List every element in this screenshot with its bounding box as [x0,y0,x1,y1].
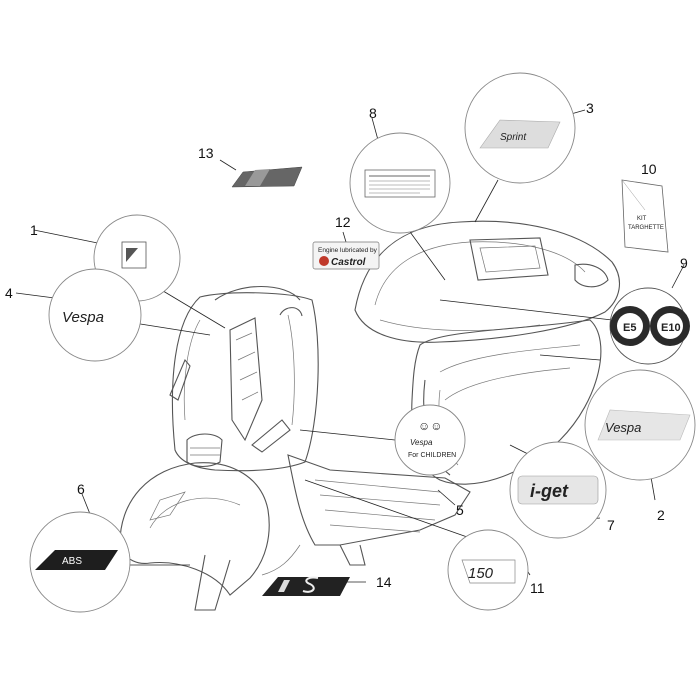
castrol-caption: Engine lubricated by [318,247,378,254]
callout-6: 6 [77,481,85,497]
detail-circle-11: 150 [447,529,529,611]
vespa-script-2: Vespa [605,420,641,435]
callout-11: 11 [530,580,545,596]
detail-circle-6: ABS [29,511,131,613]
sprint-badge-3 [479,119,561,149]
callout-10: 10 [641,161,657,177]
e5-text: E5 [623,322,636,334]
s-sticker-14 [262,576,350,596]
detail-circle-5: ☺☺ Vespa For CHILDREN [394,404,466,476]
e10-text: E10 [661,322,681,334]
scooter-body-drawing [119,220,621,611]
callout-13: 13 [198,145,214,161]
callout-9: 9 [680,255,688,271]
iget-badge-7 [517,475,599,505]
castrol-sticker-12: Engine lubricated by Castrol [312,241,380,270]
stripe-sticker-13 [231,166,303,188]
callout-7: 7 [607,517,615,533]
detail-circle-3: Sprint [464,72,576,184]
callout-3: 3 [586,100,594,116]
kit-text: KIT [637,216,647,222]
callout-4: 4 [5,285,13,301]
badge-1-plate [121,241,147,269]
iget-text: i-get [530,481,569,501]
callout-14: 14 [376,574,392,590]
detail-circle-7: i-get [509,441,607,539]
castrol-brand-text: Castrol [331,257,366,268]
detail-circle-2: Vespa [584,369,696,481]
callout-8: 8 [369,105,377,121]
abs-text: ABS [62,556,82,567]
model-150-badge [461,559,516,584]
castrol-logo-icon [319,256,329,266]
sprint-script-3: Sprint [500,132,527,143]
callout-1: 1 [30,222,38,238]
for-children-text: For CHILDREN [408,452,456,459]
vespa-script-logo-4: Vespa [62,309,104,326]
callout-12: 12 [335,214,351,230]
badge-1-mark [126,248,138,262]
abs-badge-6 [35,550,118,570]
model-150-text: 150 [468,565,494,582]
callout-5: 5 [456,502,464,518]
callout-2: 2 [657,507,665,523]
callout-numbers: 1 2 3 4 5 6 7 8 9 10 11 12 13 14 [5,100,688,596]
kit-envelope-10: KIT TARGHETTE [621,179,669,253]
vespa-badge-2 [597,409,691,441]
vespa-script-5: Vespa [410,438,433,447]
detail-circle-9: E5 E10 [609,287,690,365]
detail-circle-8 [349,132,451,234]
detail-circle-4: Vespa [48,268,142,362]
leader-lines [15,109,685,583]
children-figure-icon: ☺☺ [418,419,443,433]
targhette-text: TARGHETTE [628,225,664,231]
